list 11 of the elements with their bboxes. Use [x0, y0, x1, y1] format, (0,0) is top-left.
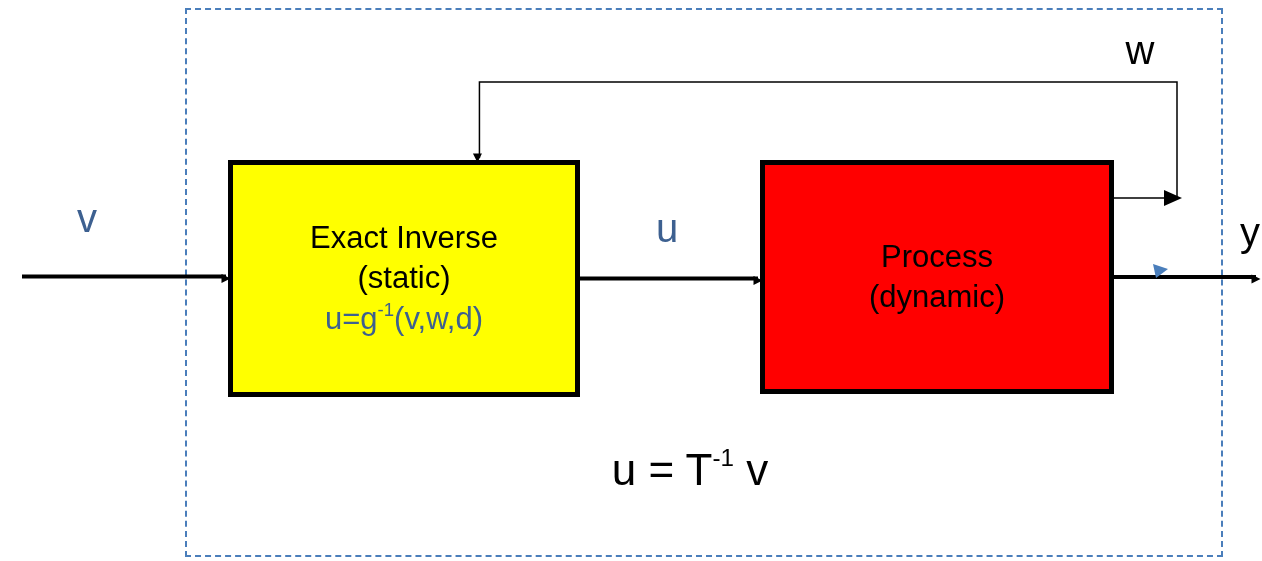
process-block: [760, 160, 1114, 394]
block-label: Exact Inverse (static): [309, 219, 499, 298]
block-label: Process (dynamic): [867, 237, 1007, 316]
system-boundary: [185, 8, 1223, 557]
signal-label: v: [77, 198, 97, 238]
inverse-block: [228, 160, 580, 397]
signal-label: u: [655, 208, 679, 248]
signal-label: w: [1125, 30, 1155, 70]
block-formula: u=g$^{-1}$(v,w,d): [324, 298, 484, 338]
equation: u = T$^{-1}$ v: [611, 448, 769, 492]
signal-label: y: [1240, 212, 1260, 252]
